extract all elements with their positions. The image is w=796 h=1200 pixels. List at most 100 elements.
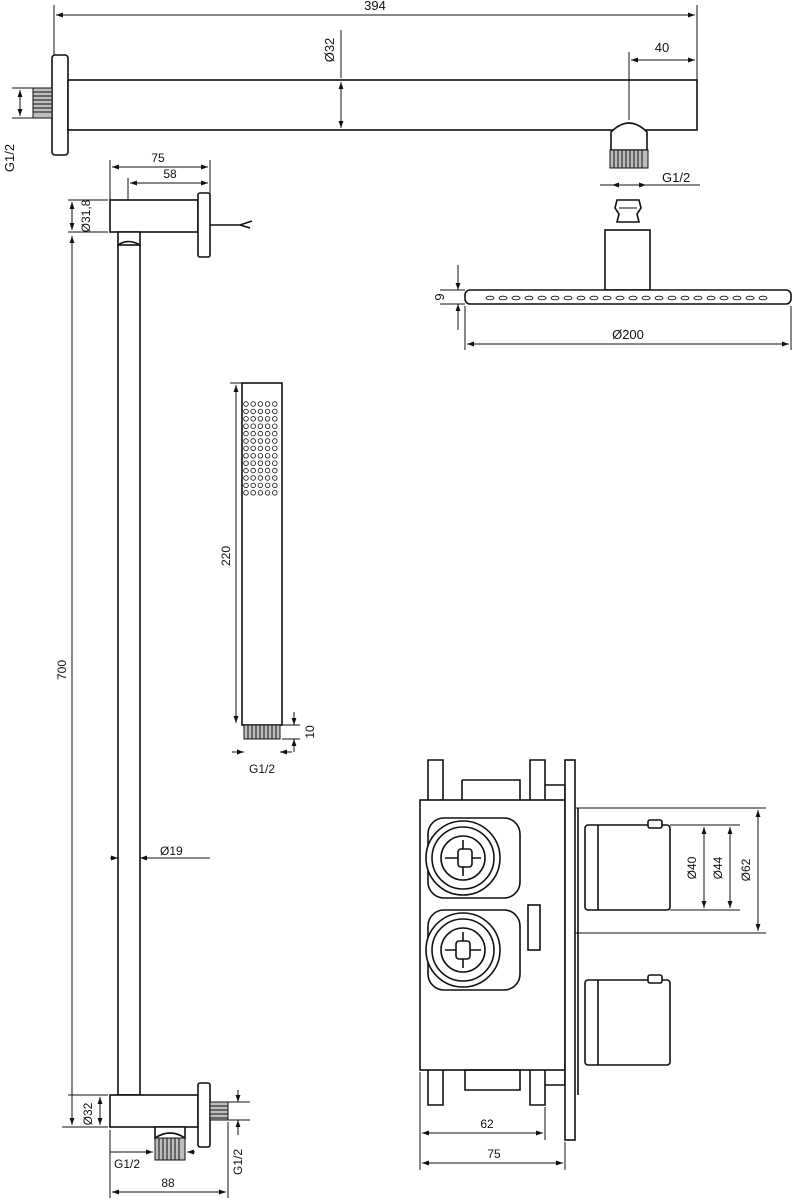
- valve-depth-75-label: 75: [487, 1147, 501, 1161]
- hand-shower-nozzle: [250, 475, 256, 481]
- concealed-valve: Ø40 Ø44 Ø62 62 75: [419, 759, 766, 1170]
- bar-top-flange: [197, 192, 211, 258]
- hand-shower-nozzle: [272, 408, 278, 415]
- hand-shower-nozzle: [264, 460, 271, 466]
- bar-bottom-flange: [197, 1082, 211, 1148]
- hand-shower-nozzle: [257, 438, 264, 444]
- bar-top-diameter-label: Ø31,8: [79, 199, 93, 232]
- head-nozzle: [511, 295, 521, 301]
- shower-head: 9 Ø200: [432, 199, 792, 350]
- bar-side-thread: [210, 1102, 228, 1120]
- hand-shower-nozzle: [272, 482, 278, 489]
- head-nozzle: [589, 295, 599, 301]
- hand-shower-nozzle: [272, 475, 278, 481]
- hand-shower-nozzle: [257, 430, 264, 437]
- arm-wall-thread-label: G1/2: [2, 144, 17, 172]
- bar-side-thread-label: G1/2: [231, 1149, 245, 1175]
- hand-shower-nozzle: [264, 467, 271, 474]
- hand-shower-nozzle: [257, 482, 264, 489]
- hand-shower-nozzle: [264, 430, 271, 437]
- head-nozzle: [745, 295, 755, 301]
- hand-shower-nozzle: [250, 467, 256, 474]
- valve-cartridge-lower: [425, 912, 501, 988]
- arm-length-label: 394: [364, 0, 386, 13]
- head-nozzle: [602, 295, 612, 301]
- hand-shower-nozzle: [243, 401, 249, 407]
- head-stem: [604, 229, 651, 291]
- head-diameter-label: Ø200: [612, 327, 644, 342]
- valve-handle-lower: [584, 979, 671, 1066]
- head-nozzle: [628, 295, 638, 301]
- head-nozzle: [758, 295, 768, 301]
- head-nozzle: [537, 295, 547, 301]
- bar-top-screw: [210, 220, 253, 229]
- hand-shower-thread: [244, 725, 280, 739]
- hand-shower-nozzle: [250, 482, 256, 489]
- hand-shower-nozzle: [272, 438, 278, 444]
- hand-shower-nozzle: [272, 490, 278, 496]
- head-nozzle: [524, 295, 534, 301]
- shower-arm: 394 G1/2 Ø32 40 G1/2: [2, 0, 700, 188]
- hand-shower-nozzle: [250, 430, 256, 437]
- arm-outlet-offset-label: 40: [655, 40, 669, 55]
- hand-shower-nozzle: [264, 482, 271, 489]
- bar-bottom-width-label: 88: [161, 1176, 175, 1190]
- head-thickness-label: 9: [432, 293, 447, 300]
- bar-bottom-thread-label: G1/2: [114, 1157, 140, 1171]
- head-ball-joint: [614, 199, 642, 223]
- hand-shower-nozzle: [264, 401, 271, 407]
- hand-shower-nozzle: [243, 445, 249, 452]
- head-nozzle: [732, 295, 742, 301]
- hand-shower-nozzle: [257, 445, 264, 452]
- valve-d40-label: Ø40: [685, 856, 699, 879]
- hand-shower-nozzle: [250, 460, 256, 466]
- head-nozzle: [706, 295, 716, 301]
- head-nozzles: [485, 295, 768, 301]
- valve-d44-label: Ø44: [711, 856, 725, 879]
- hand-shower-nozzle: [272, 401, 278, 407]
- hand-shower-nozzle: [250, 445, 256, 452]
- hand-shower-nozzle: [243, 475, 249, 481]
- hand-shower-nozzle: [243, 467, 249, 474]
- hand-shower-length-label: 220: [219, 546, 233, 566]
- valve-d62-label: Ø62: [739, 858, 753, 881]
- hand-shower-connector-label: 10: [303, 725, 317, 739]
- hand-shower-nozzle: [272, 445, 278, 452]
- hand-shower-nozzle: [250, 490, 256, 496]
- hand-shower-nozzle: [272, 460, 278, 466]
- hand-shower-nozzle: [250, 408, 256, 415]
- hand-shower-nozzle: [264, 416, 271, 422]
- head-nozzle: [550, 295, 560, 301]
- hand-shower-nozzle: [272, 423, 278, 429]
- valve-cartridge-upper: [425, 820, 501, 896]
- hand-shower-nozzle: [243, 416, 249, 422]
- hand-shower-nozzle: [250, 416, 256, 422]
- head-nozzle: [719, 295, 729, 301]
- head-nozzle: [498, 295, 508, 301]
- hand-shower-nozzle: [257, 408, 264, 415]
- hand-shower-nozzle: [257, 475, 264, 481]
- hand-shower-nozzle: [250, 438, 256, 444]
- valve-cover-plate: [564, 759, 576, 1141]
- hand-shower-nozzle: [264, 453, 271, 459]
- head-nozzle: [654, 295, 664, 301]
- hand-shower-nozzle: [243, 408, 249, 415]
- hand-shower-nozzle: [264, 475, 271, 481]
- head-nozzle: [680, 295, 690, 301]
- hand-shower-nozzle: [264, 408, 271, 415]
- valve-side-port: [527, 904, 541, 951]
- hand-shower-nozzles: [243, 401, 278, 496]
- head-nozzle: [641, 295, 651, 301]
- hand-shower-nozzle: [257, 423, 264, 429]
- arm-outlet-thread-label: G1/2: [662, 170, 690, 185]
- bar-top-holder: [109, 199, 199, 233]
- hand-shower-nozzle: [243, 438, 249, 444]
- hand-shower-nozzle: [264, 438, 271, 444]
- bar-bottom-holder: [109, 1094, 199, 1128]
- hand-shower-nozzle: [272, 453, 278, 459]
- hand-shower-nozzle: [243, 460, 249, 466]
- hand-shower-nozzle: [257, 416, 264, 422]
- head-nozzle: [615, 295, 625, 301]
- hand-shower-nozzle: [243, 490, 249, 496]
